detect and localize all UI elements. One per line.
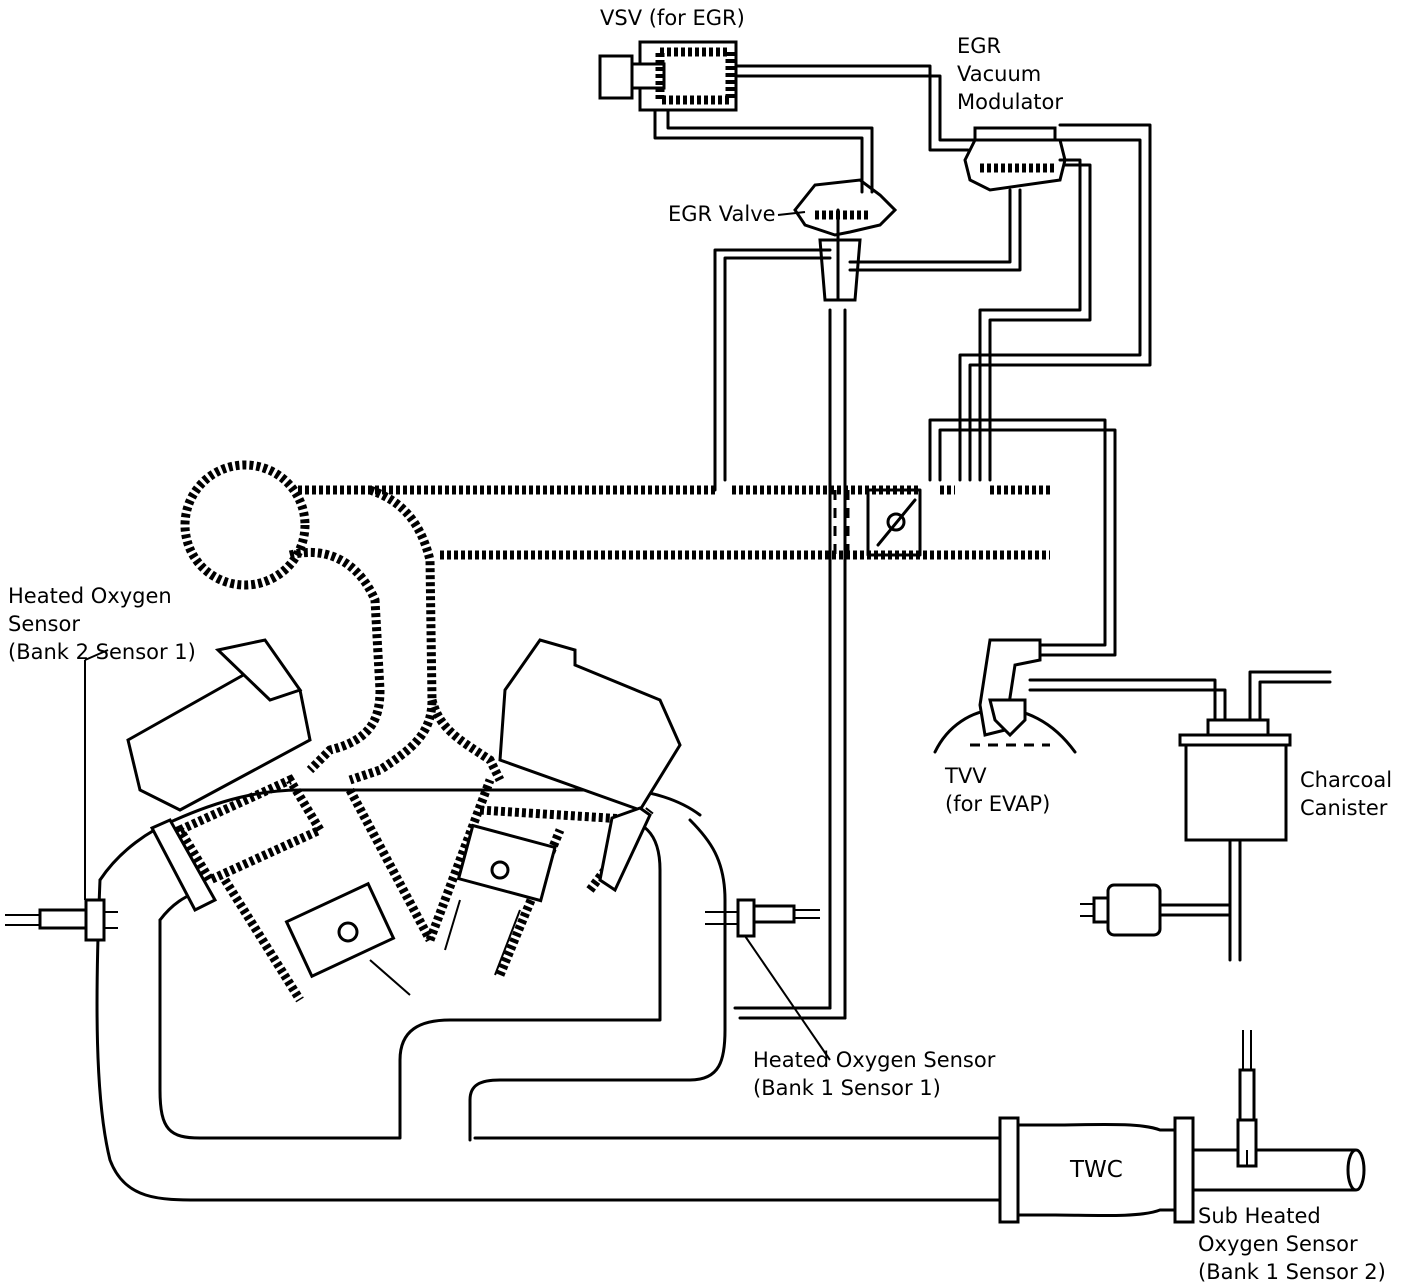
label-line: TVV xyxy=(945,764,987,788)
label-ho2s-bank2-sensor1: Heated Oxygen Sensor (Bank 2 Sensor 1) xyxy=(8,582,196,666)
label-line: Oxygen Sensor xyxy=(1198,1232,1358,1256)
label-line: (Bank 2 Sensor 1) xyxy=(8,640,196,664)
label-egr-vacuum-modulator: EGR Vacuum Modulator xyxy=(957,32,1063,116)
leader-lines xyxy=(84,211,831,1061)
label-line: Sub Heated xyxy=(1198,1204,1321,1228)
exhaust-pipe xyxy=(95,818,1002,1202)
intake-manifold-icon xyxy=(180,460,1050,785)
ho2s-bank2-sensor1-icon xyxy=(5,898,118,942)
label-line: (Bank 1 Sensor 2) xyxy=(1198,1260,1386,1284)
egr-valve-icon xyxy=(793,178,898,302)
vacuum-hoses xyxy=(653,64,1332,962)
label-line: (for EVAP) xyxy=(945,792,1051,816)
charcoal-canister-icon xyxy=(1178,718,1292,842)
label-twc: TWC xyxy=(1070,1157,1123,1183)
label-line: Heated Oxygen Sensor xyxy=(753,1048,996,1072)
egr-vacuum-modulator-icon xyxy=(963,126,1067,262)
label-charcoal-canister: Charcoal Canister xyxy=(1300,766,1392,822)
tvv-evap-icon xyxy=(933,638,1077,754)
label-tvv-evap: TVV (for EVAP) xyxy=(945,762,1050,818)
ho2s-bank1-sensor1-icon xyxy=(705,898,820,938)
label-sub-ho2s-bank1-sensor2: Sub Heated Oxygen Sensor (Bank 1 Sensor … xyxy=(1198,1202,1386,1286)
sub-ho2s-icon xyxy=(1236,1030,1258,1168)
label-line: EGR xyxy=(957,34,1002,58)
twc-converter-icon xyxy=(998,1116,1366,1224)
label-line: Modulator xyxy=(957,90,1064,114)
label-egr-valve: EGR Valve xyxy=(668,202,776,226)
label-line: Heated Oxygen xyxy=(8,584,172,608)
label-line: Charcoal xyxy=(1300,768,1393,792)
label-line: Vacuum xyxy=(957,62,1042,86)
label-line: Sensor xyxy=(8,612,80,636)
label-line: (Bank 1 Sensor 1) xyxy=(753,1076,941,1100)
vsv-egr-icon xyxy=(598,40,738,112)
label-vsv-egr: VSV (for EGR) xyxy=(600,6,745,30)
label-ho2s-bank1-sensor1: Heated Oxygen Sensor (Bank 1 Sensor 1) xyxy=(753,1046,995,1102)
egr-pipe xyxy=(733,308,847,1020)
label-line: Canister xyxy=(1300,796,1388,820)
engine-block-icon xyxy=(126,638,702,1003)
evap-vsv-icon xyxy=(1080,883,1162,937)
